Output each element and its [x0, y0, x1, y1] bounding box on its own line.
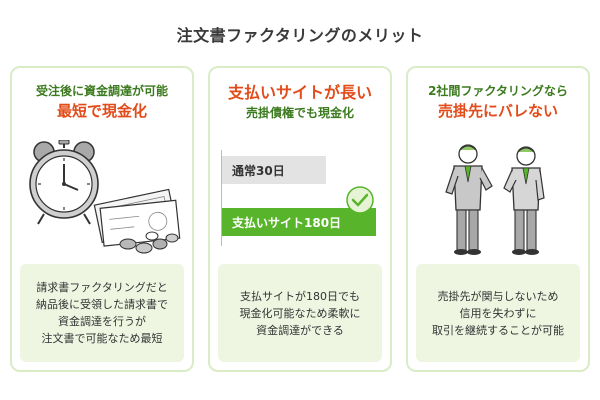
alarm-clock-money-illustration	[29, 140, 181, 254]
businessman-icon	[445, 144, 493, 255]
note-line: 支払サイトが180日でも	[240, 289, 360, 303]
note-line: 資金調達を行うが	[58, 315, 146, 328]
card-heading: 受注後に資金調達が可能 最短で現金化	[12, 82, 192, 122]
bar-long-term: 支払いサイト180日	[222, 208, 376, 236]
merit-card-fastest: 受注後に資金調達が可能 最短で現金化	[10, 66, 194, 372]
note-line: 現金化可能なため柔軟に	[239, 306, 361, 320]
card-subheading: 受注後に資金調達が可能	[35, 84, 168, 98]
merit-card-long-payment: 支払いサイトが長い 売掛債権でも現金化 通常30日 支払いサイト180日 支払サ…	[208, 66, 392, 372]
bar-normal-term: 通常30日	[222, 156, 326, 184]
card-subheading: 2社間ファクタリングなら	[428, 84, 568, 98]
businessmen-illustration	[445, 144, 545, 255]
card-heading: 2社間ファクタリングなら 売掛先にバレない	[408, 82, 588, 122]
note-line: 資金調達ができる	[256, 323, 344, 337]
card-subheading: 売掛債権でも現金化	[245, 106, 354, 120]
card-heading: 支払いサイトが長い 売掛債権でも現金化	[210, 82, 390, 122]
note-line: 請求書ファクタリングだと	[36, 281, 168, 294]
businessman-icon	[503, 146, 545, 255]
card-main-heading: 支払いサイトが長い	[227, 83, 372, 102]
alarm-clock-icon	[29, 140, 99, 225]
card-note: 売掛先が関与しないため 信用を失わずに 取引を継続することが可能	[416, 264, 580, 362]
note-line: 注文書で可能なため最短	[41, 332, 163, 345]
note-line: 信用を失わずに	[459, 306, 537, 320]
card-main-heading: 最短で現金化	[56, 102, 147, 120]
check-circle-icon	[346, 186, 374, 214]
card-main-heading: 売掛先にバレない	[437, 102, 558, 120]
coins-icon	[119, 231, 179, 254]
note-line: 納品後に受領した請求書で	[36, 298, 168, 311]
note-line: 売掛先が関与しないため	[437, 289, 559, 303]
card-note: 請求書ファクタリングだと 納品後に受領した請求書で 資金調達を行うが 注文書で可…	[20, 264, 184, 362]
card-note: 支払サイトが180日でも 現金化可能なため柔軟に 資金調達ができる	[218, 264, 382, 362]
page-title: 注文書ファクタリングのメリット	[176, 26, 424, 45]
banknotes-icon	[93, 188, 181, 247]
merit-card-confidential: 2社間ファクタリングなら 売掛先にバレない	[406, 66, 590, 372]
note-line: 取引を継続することが可能	[432, 323, 564, 337]
timeline-axis	[221, 150, 222, 246]
